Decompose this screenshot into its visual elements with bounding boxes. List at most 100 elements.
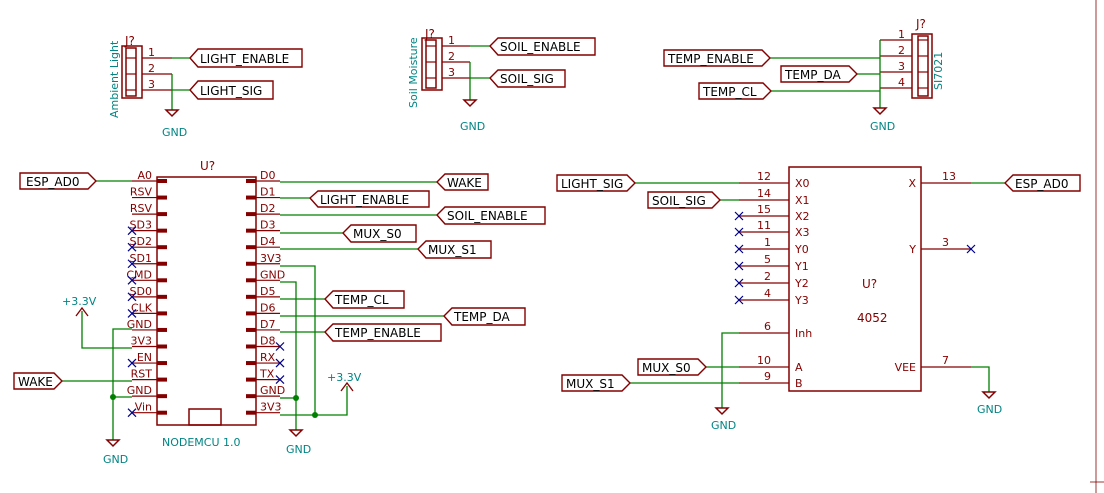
- net-label-soil-enable-right[interactable]: SOIL_ENABLE: [436, 206, 546, 225]
- mux-4052[interactable]: U? 4052 12X014X115X211X31Y05Y12Y24Y36Inh…: [734, 166, 976, 392]
- nodemcu-left-pin-1: A0: [137, 169, 152, 182]
- net-label-light-sig-mux[interactable]: LIGHT_SIG: [556, 174, 636, 192]
- nodemcu-left-pin-4: SD3: [130, 219, 152, 232]
- gnd-symbol-ambient: [164, 109, 180, 118]
- nodemcu-right-pin-1: D0: [260, 169, 275, 182]
- net-label-light-enable-right[interactable]: LIGHT_ENABLE: [309, 190, 430, 208]
- nodemcu-ref: U?: [200, 159, 215, 173]
- net-label-esp-ad0-left[interactable]: ESP_AD0: [19, 172, 97, 190]
- net-label-light-enable[interactable]: LIGHT_ENABLE: [189, 48, 303, 68]
- ambient-gnd-label: GND: [162, 126, 187, 139]
- svg-text:MUX_S1: MUX_S1: [566, 377, 615, 391]
- ambient-light-connector[interactable]: J? Ambient Light 1 2 3: [108, 34, 172, 118]
- si-pin-2: 2: [898, 44, 905, 57]
- mux-left-pin-num-15: 15: [757, 203, 771, 216]
- mux-left-pin-num-5: 5: [764, 253, 771, 266]
- nodemcu-value: NODEMCU 1.0: [162, 436, 241, 449]
- mux-right-pin-name-y: Y: [908, 243, 916, 256]
- svg-text:TEMP_DA: TEMP_DA: [784, 68, 842, 82]
- si7021-connector[interactable]: J? SI7021 1 2 3 4: [880, 17, 945, 99]
- nodemcu-right-pin-14: GND: [260, 384, 285, 397]
- nodemcu-right-pin-6: 3V3: [260, 252, 282, 265]
- net-label-wake-right[interactable]: WAKE: [436, 173, 489, 191]
- soil-ref: J?: [424, 27, 435, 41]
- svg-text:LIGHT_ENABLE: LIGHT_ENABLE: [320, 193, 409, 207]
- mux-left-pin-name-x0: X0: [795, 177, 810, 190]
- net-label-mux-s1-mux[interactable]: MUX_S1: [561, 374, 631, 392]
- mux-left-pin-num-6: 6: [764, 320, 771, 333]
- nodemcu-left-pin-15: Vin: [135, 401, 152, 414]
- soil-pin-1: 1: [448, 34, 455, 47]
- si-pin-1: 1: [898, 28, 905, 41]
- nodemcu-left-pin-7: CMD: [126, 268, 152, 281]
- net-label-mux-s0-right[interactable]: MUX_S0: [342, 224, 417, 243]
- mux-body: [788, 166, 922, 392]
- net-label-temp-cl[interactable]: TEMP_CL: [698, 82, 772, 100]
- net-label-light-sig[interactable]: LIGHT_SIG: [189, 80, 274, 100]
- net-label-mux-s0-mux[interactable]: MUX_S0: [637, 358, 707, 376]
- net-label-wake-left[interactable]: WAKE: [13, 372, 63, 390]
- mux-right-pin-num-3: 3: [942, 236, 949, 249]
- nodemcu-left-pin-8: SD0: [130, 285, 152, 298]
- net-label-soil-sig[interactable]: SOIL_SIG: [489, 69, 566, 88]
- svg-text:SOIL_ENABLE: SOIL_ENABLE: [447, 209, 528, 223]
- nodemcu-gnd-left-label: GND: [103, 453, 128, 466]
- mux-right-pin-name-vee: VEE: [895, 361, 916, 374]
- nodemcu-left-pin-2: RSV: [130, 186, 153, 199]
- svg-text:ESP_AD0: ESP_AD0: [1015, 177, 1069, 191]
- ambient-pin-2: 2: [148, 62, 155, 75]
- ambient-value: Ambient Light: [108, 40, 121, 118]
- si-gnd-label: GND: [870, 120, 895, 133]
- mux-left-pin-num-9: 9: [764, 370, 771, 383]
- net-label-soil-enable[interactable]: SOIL_ENABLE: [489, 37, 596, 56]
- net-label-temp-da-right[interactable]: TEMP_DA: [443, 307, 526, 326]
- svg-text:MUX_S1: MUX_S1: [428, 243, 477, 257]
- nodemcu-body: [156, 176, 257, 426]
- pwr-label-left: +3.3V: [62, 295, 97, 308]
- svg-text:TEMP_ENABLE: TEMP_ENABLE: [334, 326, 421, 340]
- mux-left-pin-name-y3: Y3: [794, 294, 809, 307]
- mux-left-pin-name-x1: X1: [795, 194, 810, 207]
- nodemcu-right-pin-4: D3: [260, 219, 275, 232]
- net-label-mux-s1-right[interactable]: MUX_S1: [417, 240, 492, 259]
- soil-value: Soil Moisture: [407, 37, 420, 108]
- ambient-ref: J?: [124, 34, 135, 48]
- mux-left-pin-name-inh: Inh: [795, 327, 812, 340]
- nodemcu-left-pin-5: SD2: [130, 235, 152, 248]
- svg-text:SOIL_ENABLE: SOIL_ENABLE: [500, 40, 581, 54]
- net-label-temp-cl-right[interactable]: TEMP_CL: [324, 290, 405, 309]
- nodemcu-left-pin-3: RSV: [130, 202, 153, 215]
- nodemcu-right-pin-9: D6: [260, 301, 275, 314]
- nodemcu-right-pin-8: D5: [260, 285, 275, 298]
- soil-moisture-connector[interactable]: J? Soil Moisture 1 2 3: [407, 27, 470, 108]
- net-label-temp-da[interactable]: TEMP_DA: [780, 65, 858, 83]
- nodemcu-right-pin-12: RX: [260, 351, 276, 364]
- svg-text:SOIL_SIG: SOIL_SIG: [652, 194, 706, 208]
- nodemcu-left-pin-13: RST: [131, 368, 153, 381]
- nodemcu-left-pin-11: 3V3: [130, 335, 152, 348]
- nodemcu-module[interactable]: U? NODEMCU 1.0 A0RSVRSVSD3SD2SD1CMDSD0CL…: [126, 159, 285, 449]
- mux-left-pin-num-2: 2: [764, 270, 771, 283]
- nodemcu-right-pin-7: GND: [260, 268, 285, 281]
- soil-pin-3: 3: [448, 66, 455, 79]
- mux-pins: 12X014X115X211X31Y05Y12Y24Y36Inh10A9B13X…: [734, 170, 976, 390]
- si-inner: [917, 35, 929, 97]
- mux-left-pin-num-1: 1: [764, 236, 771, 249]
- mux-value: 4052: [857, 311, 888, 325]
- svg-text:WAKE: WAKE: [447, 176, 482, 190]
- net-label-temp-enable[interactable]: TEMP_ENABLE: [663, 49, 771, 67]
- mux-right-pin-num-7: 7: [942, 354, 949, 367]
- mux-left-pin-num-10: 10: [757, 354, 771, 367]
- mux-left-pin-name-y1: Y1: [794, 260, 809, 273]
- nodemcu-right-pin-13: TX: [259, 368, 275, 381]
- nodemcu-right-pin-3: D2: [260, 202, 275, 215]
- net-label-soil-sig-mux[interactable]: SOIL_SIG: [647, 191, 721, 209]
- mux-right-pin-name-x: X: [908, 177, 916, 190]
- si-body: [911, 33, 933, 99]
- net-label-esp-ad0-mux[interactable]: ESP_AD0: [1004, 174, 1081, 192]
- svg-text:MUX_S0: MUX_S0: [642, 361, 691, 375]
- net-label-temp-enable-right[interactable]: TEMP_ENABLE: [324, 323, 442, 342]
- nodemcu-right-pin-2: D1: [260, 186, 275, 199]
- mux-left-pin-name-x2: X2: [795, 210, 810, 223]
- ambient-body: [121, 45, 143, 99]
